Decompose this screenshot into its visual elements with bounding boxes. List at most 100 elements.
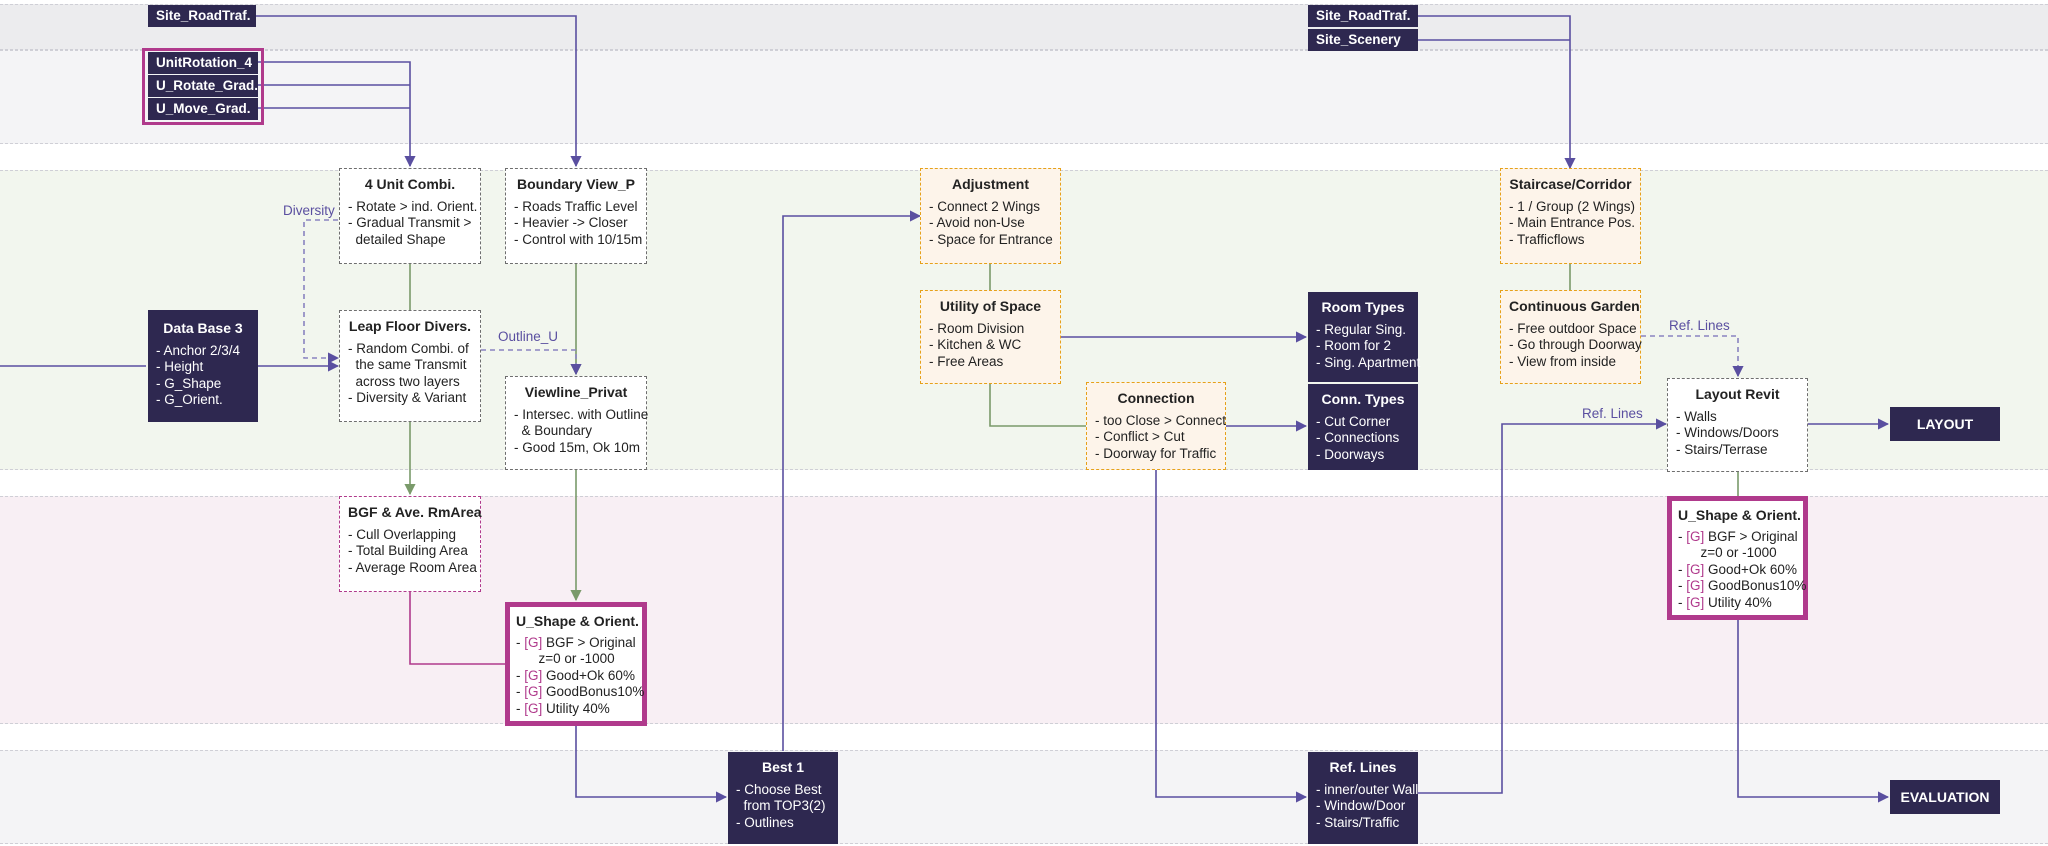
wire-connection-reflines [1155, 470, 1308, 803]
node-line: - Rotate > ind. Orient. [348, 198, 478, 214]
node-line: - G_Shape [156, 375, 222, 391]
node-line: - Free Areas [929, 353, 1004, 369]
node-garden[interactable]: Continuous Garden - Free outdoor Space -… [1500, 290, 1642, 384]
input-u-move-grad[interactable]: U_Move_Grad. [148, 98, 258, 120]
node-line: - Outlines [736, 814, 794, 830]
node-line: - [G] Utility 40% [1678, 594, 1772, 610]
edge-label-ref-lines-lower: Ref. Lines [1582, 406, 1643, 421]
node-line: - Walls [1676, 408, 1717, 424]
node-line: - [G] BGF > Original [1678, 528, 1798, 544]
node-line: - Good 15m, Ok 10m [514, 439, 641, 455]
node-title: Conn. Types [1321, 391, 1405, 407]
node-title: Boundary View_P [516, 176, 635, 192]
wire-utility-connection [989, 384, 1086, 427]
node-line: - Free outdoor Space [1509, 320, 1637, 336]
node-line: - Main Entrance Pos. [1509, 215, 1636, 230]
node-line: - Stairs/Traffic [1316, 814, 1400, 830]
band-output [0, 750, 2048, 844]
node-line: - Kitchen & WC [929, 337, 1022, 352]
node-line: z=0 or -1000 [1678, 545, 1777, 560]
node-title: Adjustment [952, 176, 1029, 192]
node-line: - Window/Door [1316, 798, 1406, 813]
node-title: Data Base 3 [163, 320, 243, 336]
node-best1[interactable]: Best 1 - Choose Best from TOP3(2) - Outl… [728, 752, 838, 844]
node-line: - Choose Best [736, 781, 822, 797]
wire-rotation-combi [258, 61, 416, 168]
input-site-scenery[interactable]: Site_Scenery [1308, 29, 1418, 51]
node-connection[interactable]: Connection - too Close > Connect - Confl… [1086, 382, 1226, 470]
node-line: - Control with 10/15m [514, 231, 643, 247]
node-bgf[interactable]: BGF & Ave. RmArea - Cull Overlapping - T… [339, 496, 482, 592]
node-line: - Room Division [929, 320, 1025, 336]
node-layout-revit[interactable]: Layout Revit - Walls - Windows/Doors - S… [1667, 378, 1808, 472]
node-room-types[interactable]: Room Types - Regular Sing. - Room for 2 … [1308, 292, 1420, 382]
node-line: z=0 or -1000 [516, 651, 615, 666]
node-title: BGF & Ave. RmArea [348, 504, 482, 520]
node-line: - [G] GoodBonus10% [1678, 578, 1807, 593]
input-unit-rotation[interactable]: UnitRotation_4 [148, 52, 258, 74]
node-title: U_Shape & Orient. [1678, 507, 1801, 523]
node-line: - Room for 2 [1316, 338, 1392, 353]
input-site-roadtraf-left[interactable]: Site_RoadTraf. [148, 5, 256, 27]
node-title: Layout Revit [1695, 386, 1780, 402]
node-line: from TOP3(2) [736, 798, 826, 813]
wire-ushape-best1 [575, 726, 728, 803]
node-line: - Doorway for Traffic [1095, 445, 1217, 461]
input-site-roadtraf-right[interactable]: Site_RoadTraf. [1308, 5, 1418, 27]
band-unit-input [0, 50, 2048, 144]
node-boundary-view[interactable]: Boundary View_P - Roads Traffic Level - … [505, 168, 647, 264]
wire-bgf-ushape [409, 592, 506, 665]
node-ushape-right[interactable]: U_Shape & Orient. - [G] BGF > Original z… [1667, 496, 1808, 620]
node-utility[interactable]: Utility of Space - Room Division - Kitch… [920, 290, 1061, 384]
node-viewline[interactable]: Viewline_Privat - Intersec. with Outline… [505, 376, 649, 470]
node-line: - Avoid non-Use [929, 215, 1025, 230]
node-line: - Connect 2 Wings [929, 198, 1041, 214]
output-evaluation[interactable]: EVALUATION [1890, 780, 2000, 814]
node-title: Best 1 [761, 759, 805, 775]
node-line: & Boundary [514, 423, 593, 438]
node-line: detailed Shape [348, 231, 446, 247]
node-title: Leap Floor Divers. [348, 318, 472, 334]
node-title: Room Types [1321, 299, 1405, 315]
node-adjustment[interactable]: Adjustment - Connect 2 Wings - Avoid non… [920, 168, 1061, 264]
node-line: - Intersec. with Outline [514, 406, 649, 422]
edge-label-ref-lines-garden: Ref. Lines [1669, 318, 1730, 333]
input-u-rotate-grad[interactable]: U_Rotate_Grad. [148, 75, 258, 97]
wire-garden-layout [1641, 335, 1744, 378]
node-staircase[interactable]: Staircase/Corridor - 1 / Group (2 Wings)… [1500, 168, 1641, 264]
node-unit-combi[interactable]: 4 Unit Combi. - Rotate > ind. Orient. - … [339, 168, 481, 264]
wire-reflines-layout [1418, 418, 1668, 794]
wire-ushape-evaluation [1737, 618, 1890, 803]
wire-outline-u [481, 349, 582, 376]
wire-roadtraf-boundary [256, 15, 582, 168]
node-ushape-left[interactable]: U_Shape & Orient. - [G] BGF > Original z… [505, 602, 647, 726]
node-line: - Conflict > Cut [1095, 429, 1185, 444]
node-conn-types[interactable]: Conn. Types - Cut Corner - Connections -… [1308, 384, 1418, 470]
node-line: - Doorways [1316, 446, 1385, 462]
node-line: - Diversity & Variant [348, 390, 467, 405]
band-site-input [0, 4, 2048, 50]
node-title: 4 Unit Combi. [364, 176, 456, 192]
node-line: - Regular Sing. [1316, 321, 1407, 337]
unit-inputs-group [142, 48, 264, 125]
node-line: - Average Room Area [348, 559, 477, 575]
output-layout[interactable]: LAYOUT [1890, 407, 2000, 441]
node-line: - [G] Utility 40% [516, 700, 610, 716]
node-line: - Random Combi. of [348, 340, 469, 356]
node-line: - [G] Good+Ok 60% [516, 667, 635, 683]
node-line: - G_Orient. [156, 392, 223, 407]
node-line: the same Transmit [348, 357, 467, 372]
node-title: Ref. Lines [1329, 759, 1397, 775]
node-database[interactable]: Data Base 3 - Anchor 2/3/4 - Height - G_… [148, 310, 258, 422]
node-line: - [G] GoodBonus10% [516, 684, 645, 699]
node-line: - Cut Corner [1316, 413, 1391, 429]
wire-diversity [303, 219, 340, 364]
node-ref-lines[interactable]: Ref. Lines - inner/outer Wall - Window/D… [1308, 752, 1418, 844]
node-line: - inner/outer Wall [1316, 781, 1419, 797]
node-leap-floor[interactable]: Leap Floor Divers. - Random Combi. of th… [339, 310, 481, 422]
node-title: Viewline_Privat [524, 384, 628, 400]
node-line: - Heavier -> Closer [514, 215, 628, 230]
node-line: - View from inside [1509, 353, 1617, 369]
node-line: - Windows/Doors [1676, 425, 1779, 440]
